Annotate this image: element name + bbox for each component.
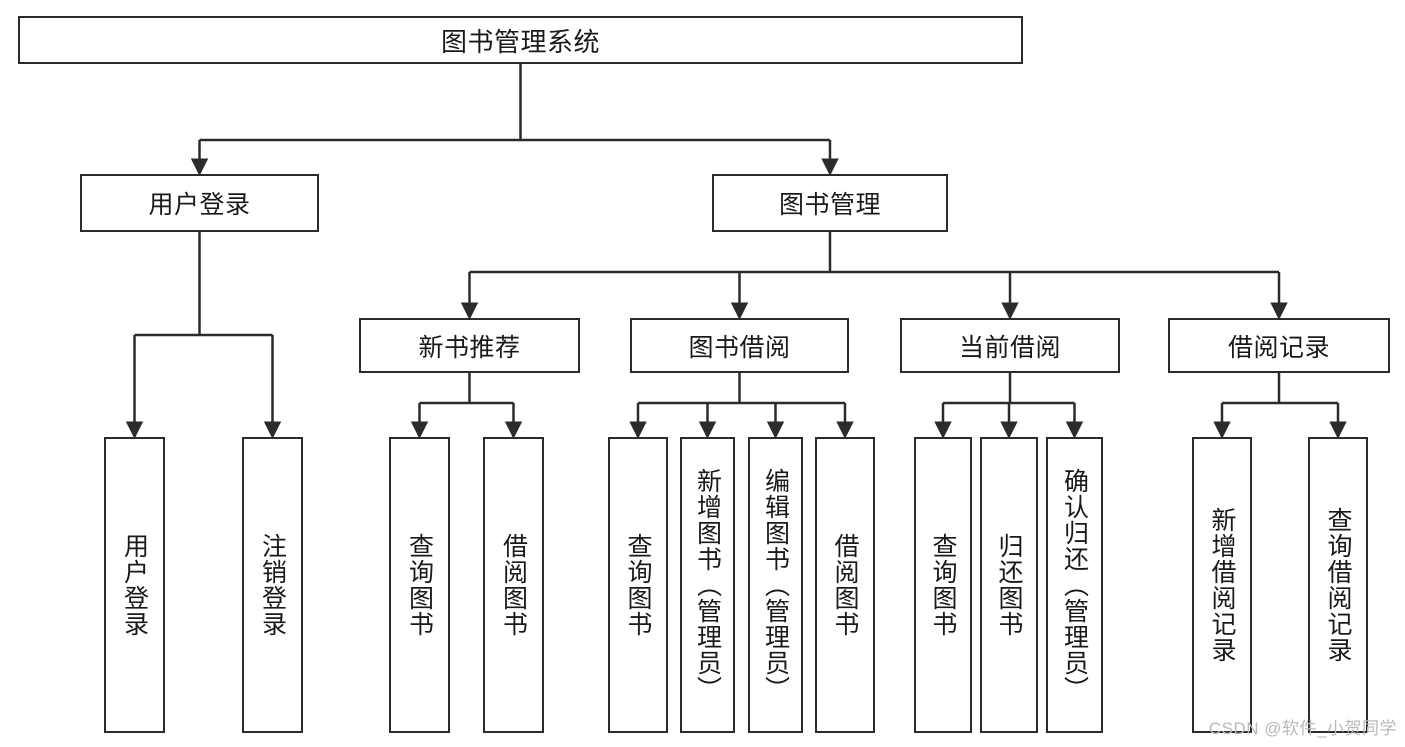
leaf-query-books-recommend[interactable]: 查询图书 (389, 437, 450, 733)
node-label: 借阅图书 (499, 533, 528, 637)
leaf-query-borrow-record[interactable]: 查询借阅记录 (1308, 437, 1368, 733)
node-label: 图书管理 (778, 191, 881, 219)
leaf-logout[interactable]: 注销登录 (242, 437, 303, 733)
node-label: 新增图书（管理员） (693, 468, 722, 702)
leaf-return-books[interactable]: 归还图书 (980, 437, 1038, 733)
leaf-edit-book-admin[interactable]: 编辑图书（管理员） (748, 437, 803, 733)
leaf-add-book-admin[interactable]: 新增图书（管理员） (680, 437, 735, 733)
leaf-query-books-current[interactable]: 查询图书 (914, 437, 972, 733)
node-label: 图书借阅 (688, 333, 791, 362)
leaf-user-login[interactable]: 用户登录 (104, 437, 165, 733)
node-label: 新书推荐 (418, 333, 521, 362)
node-user-login[interactable]: 用户登录 (80, 174, 319, 232)
node-label: 当前借阅 (958, 333, 1061, 362)
node-label: 新增借阅记录 (1208, 507, 1236, 663)
node-label: 查询图书 (929, 533, 957, 637)
node-book-management[interactable]: 图书管理 (712, 174, 948, 232)
leaf-borrow-books[interactable]: 借阅图书 (815, 437, 875, 733)
leaf-add-borrow-record[interactable]: 新增借阅记录 (1192, 437, 1252, 733)
node-current-borrowing[interactable]: 当前借阅 (900, 318, 1120, 373)
node-new-book-recommendation[interactable]: 新书推荐 (359, 318, 580, 373)
node-label: 确认归还（管理员） (1060, 468, 1089, 702)
node-label: 查询借阅记录 (1324, 507, 1352, 663)
node-label: 图书管理系统 (440, 26, 600, 57)
node-label: 查询图书 (405, 533, 434, 637)
node-label: 用户登录 (148, 191, 251, 219)
node-root[interactable]: 图书管理系统 (18, 16, 1023, 64)
node-book-borrowing[interactable]: 图书借阅 (630, 318, 849, 373)
leaf-borrow-books-recommend[interactable]: 借阅图书 (483, 437, 544, 733)
leaf-query-books[interactable]: 查询图书 (608, 437, 668, 733)
node-label: 查询图书 (624, 533, 652, 637)
node-label: 注销登录 (258, 533, 287, 637)
node-borrow-records[interactable]: 借阅记录 (1168, 318, 1390, 373)
node-label: 借阅记录 (1227, 333, 1330, 362)
node-label: 用户登录 (120, 533, 149, 637)
node-label: 借阅图书 (831, 533, 859, 637)
node-label: 归还图书 (995, 533, 1023, 637)
csdn-watermark: CSDN @软件_小贺同学 (1208, 719, 1397, 738)
node-label: 编辑图书（管理员） (761, 468, 790, 702)
leaf-confirm-return-admin[interactable]: 确认归还（管理员） (1046, 437, 1103, 733)
